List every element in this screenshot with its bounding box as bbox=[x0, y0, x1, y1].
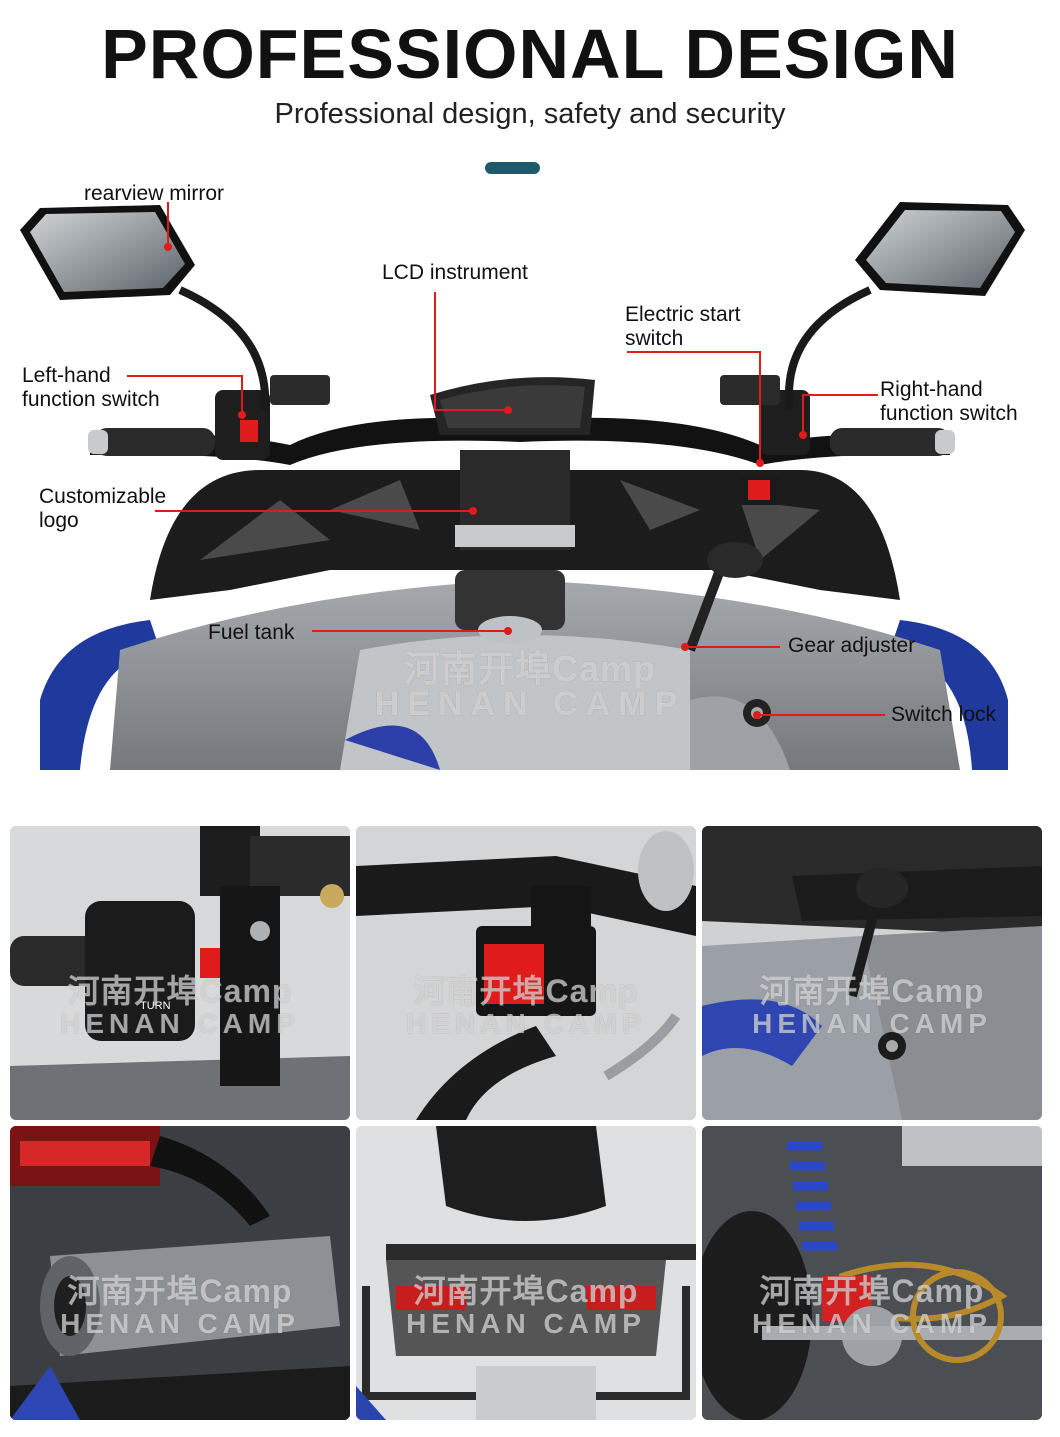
callout-right-hand-line2: function switch bbox=[880, 402, 1018, 425]
turn-label: TURN bbox=[140, 1000, 171, 1012]
gallery-tile-start-switch: 河南开埠Camp HENAN CAMP bbox=[356, 826, 696, 1120]
callout-customizable-logo-line1: Customizable bbox=[39, 485, 167, 508]
callout-gear-adjuster: Gear adjuster bbox=[788, 634, 916, 657]
start-switch-closeup-icon bbox=[356, 826, 696, 1120]
page-title: PROFESSIONAL DESIGN bbox=[101, 15, 959, 93]
rear-suspension-chain-closeup-icon bbox=[702, 1126, 1042, 1420]
gallery-tile-handlebar-switch: TURN 河南开埠Camp HENAN CAMP bbox=[10, 826, 350, 1120]
gear-lever-closeup-icon bbox=[702, 826, 1042, 1120]
callout-left-hand-line2: function switch bbox=[22, 388, 160, 411]
callout-customizable-logo-line2: logo bbox=[39, 509, 79, 532]
detail-gallery: TURN 河南开埠Camp HENAN CAMP 河南开埠Camp HENAN … bbox=[10, 826, 1050, 1420]
callout-switch-lock: Switch lock bbox=[891, 703, 997, 726]
callout-right-hand-line1: Right-hand bbox=[880, 378, 983, 401]
callout-fuel-tank: Fuel tank bbox=[208, 621, 295, 644]
gallery-tile-gear-lever: 河南开埠Camp HENAN CAMP bbox=[702, 826, 1042, 1120]
callout-rearview-mirror: rearview mirror bbox=[84, 182, 225, 205]
atv-front-illustration bbox=[20, 202, 1025, 770]
handlebar-switch-closeup-icon: TURN bbox=[10, 826, 350, 1120]
callout-lcd-instrument: LCD instrument bbox=[382, 261, 528, 284]
accent-bar bbox=[485, 162, 540, 174]
callout-electric-start-line1: Electric start bbox=[625, 303, 741, 326]
gallery-tile-rear-rack: 河南开埠Camp HENAN CAMP bbox=[356, 1126, 696, 1420]
rear-rack-closeup-icon bbox=[356, 1126, 696, 1420]
gallery-tile-suspension: 河南开埠Camp HENAN CAMP bbox=[702, 1126, 1042, 1420]
exhaust-muffler-closeup-icon bbox=[10, 1126, 350, 1420]
callout-electric-start-line2: switch bbox=[625, 327, 684, 350]
callout-left-hand-line1: Left-hand bbox=[22, 364, 111, 387]
gallery-tile-exhaust: 河南开埠Camp HENAN CAMP bbox=[10, 1126, 350, 1420]
page-subtitle: Professional design, safety and security bbox=[274, 98, 786, 130]
hero-atv-photo: rearview mirror LCD instrument Electric … bbox=[0, 180, 1060, 770]
